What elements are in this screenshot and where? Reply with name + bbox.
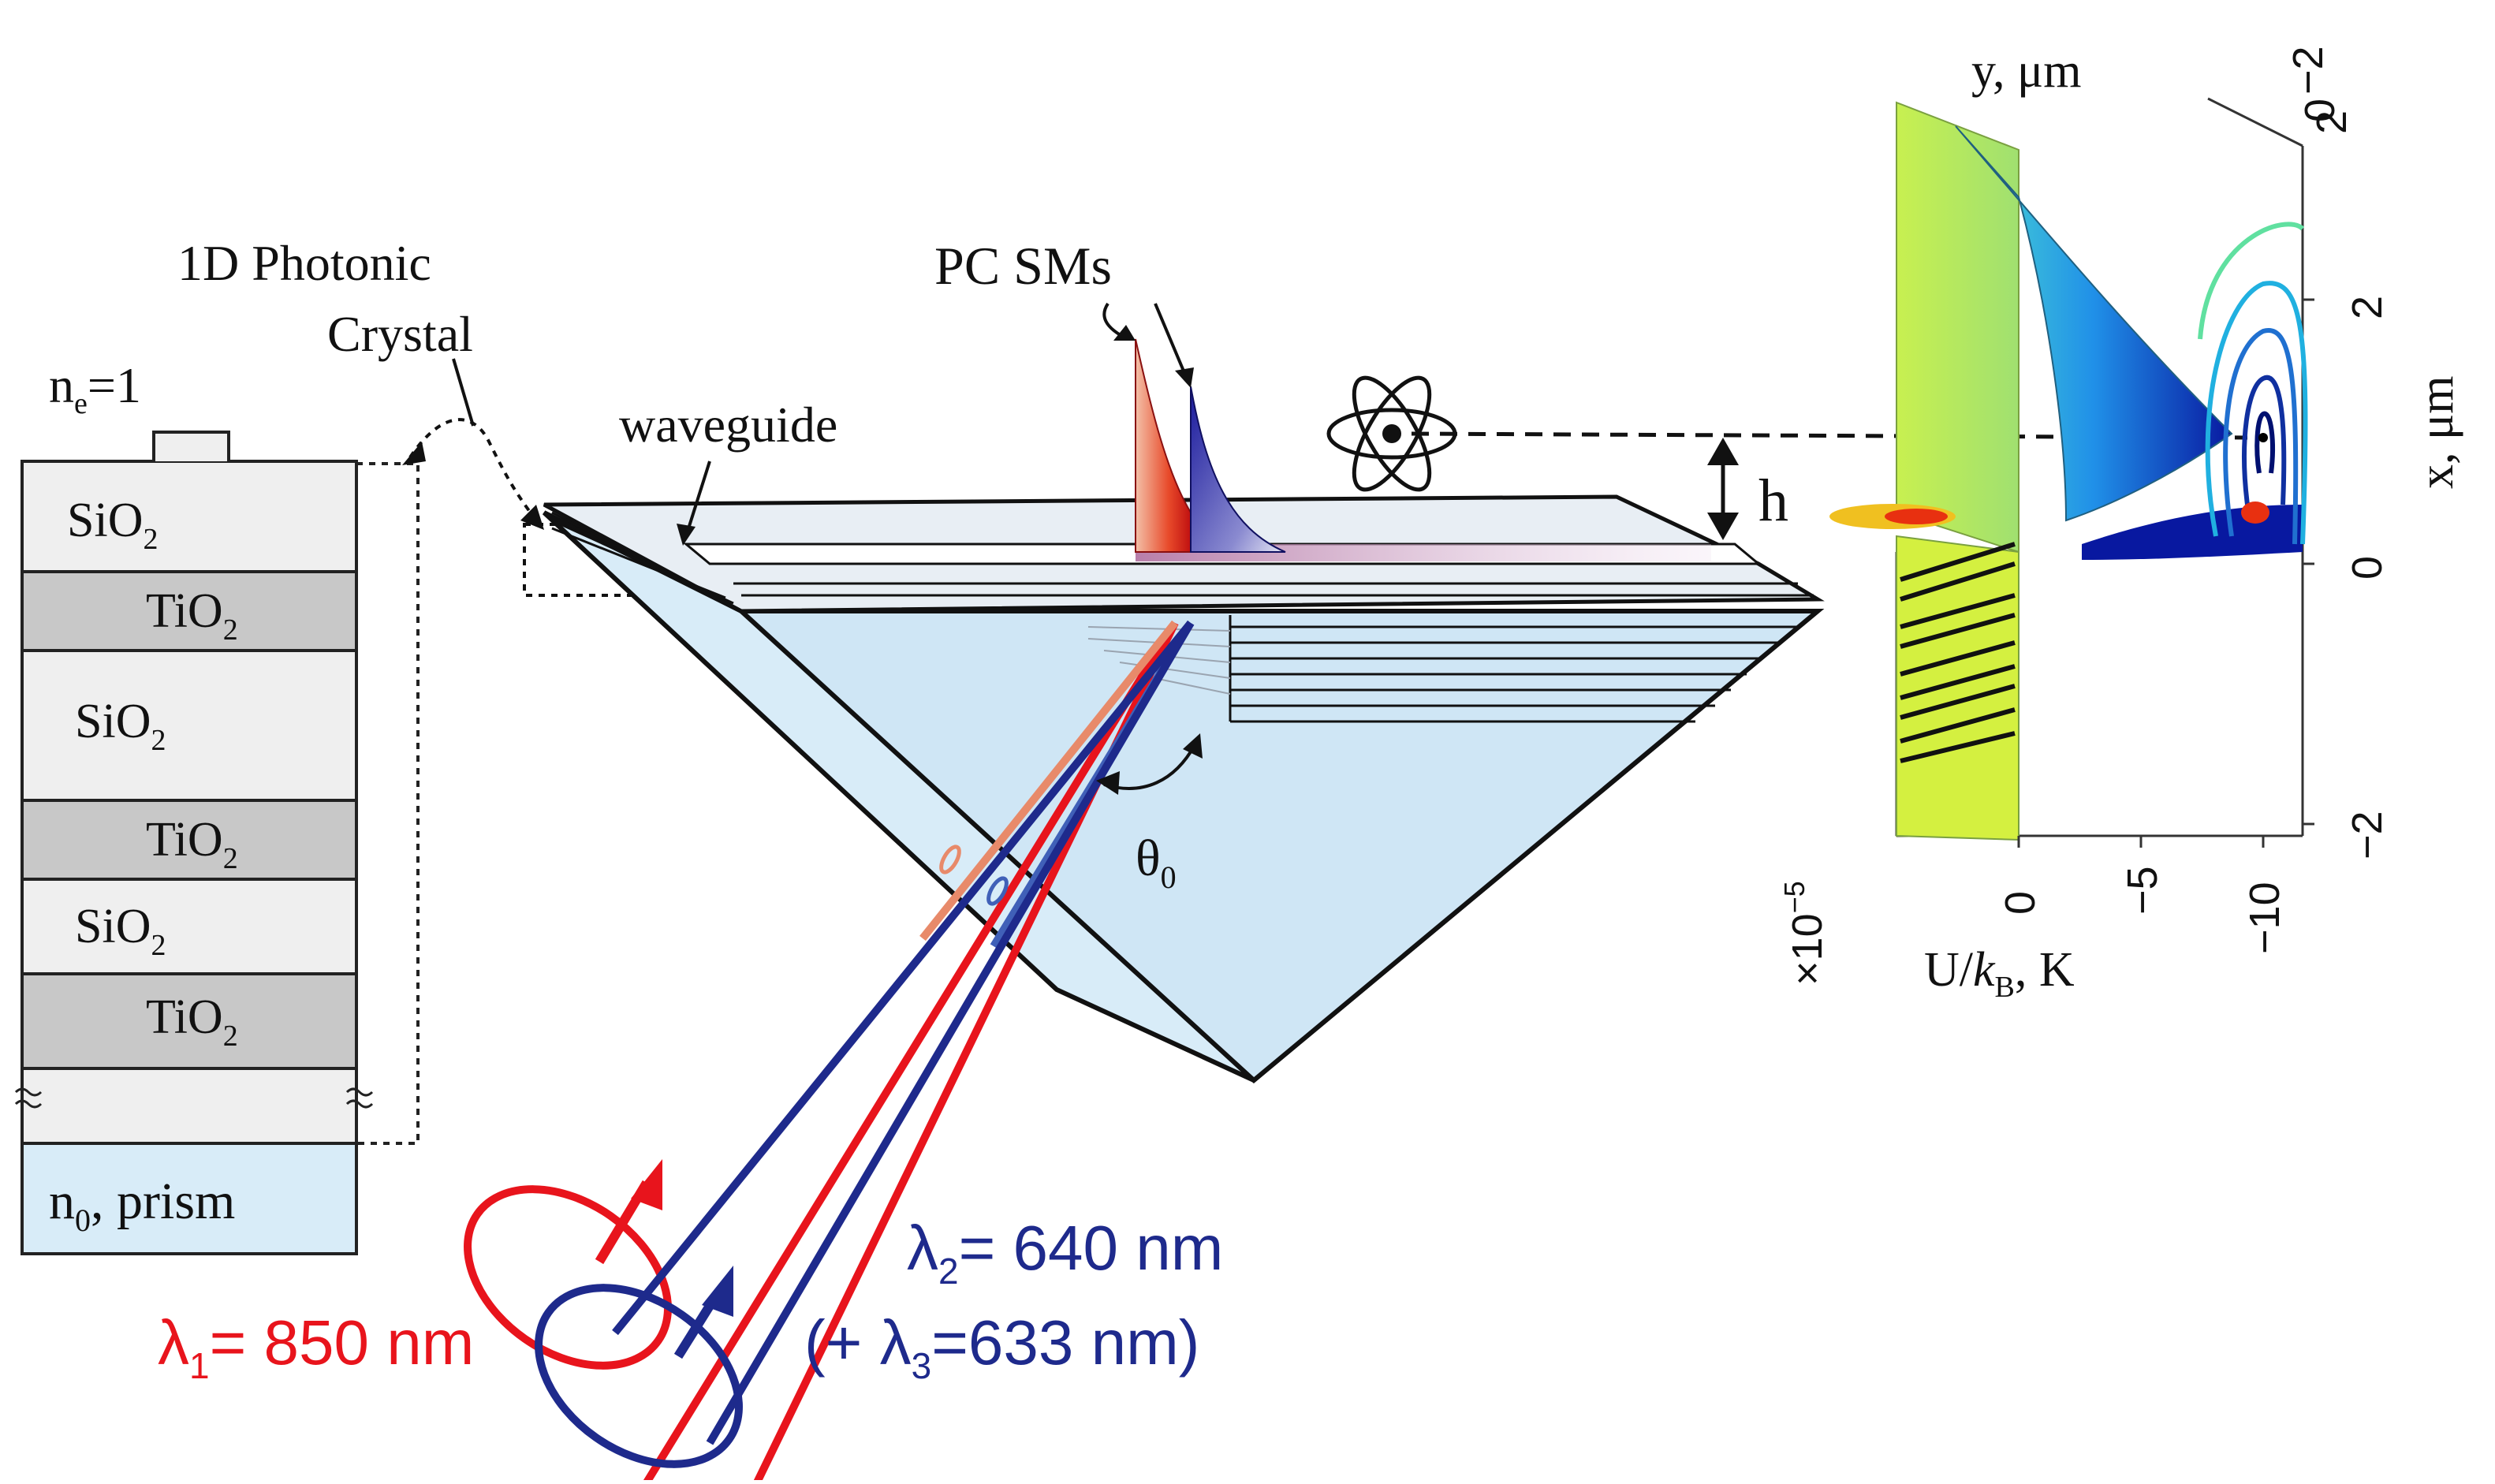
potential-sheet-top (1896, 101, 2019, 554)
y-tick-3: 2 (2308, 110, 2355, 134)
break-marks (14, 1087, 374, 1109)
u-tick-1: 0 (1997, 891, 2044, 915)
contours (2198, 222, 2308, 545)
x-tick-marks (2303, 298, 2314, 826)
crystal-arrowhead-1 (402, 442, 426, 465)
red-mode-profile (1135, 338, 1192, 553)
theta-label: θ0 (1136, 830, 1177, 895)
y-tick-1: −2 (2284, 46, 2332, 95)
blue-arrow-head (702, 1266, 733, 1317)
theta-arrowhead-1 (1096, 771, 1120, 795)
layer-tio2-1 (21, 570, 358, 652)
scale-factor-label: ×10−5 (1778, 881, 1831, 986)
u-tick-3: −10 (2241, 882, 2288, 954)
red-beam-edge-1 (643, 621, 1179, 1484)
waveguide-label: waveguide (619, 397, 837, 453)
potential-surface (1955, 125, 2233, 522)
red-beam-aperture (464, 1185, 672, 1370)
layer-sio2-1 (21, 460, 358, 573)
pc-sm-arrowhead-1 (1113, 325, 1136, 341)
layer-stripes (1900, 542, 2016, 763)
crystal-pointer (452, 358, 475, 427)
layer-label-3: SiO2 (75, 695, 166, 757)
x-tick-1: 2 (2344, 296, 2391, 319)
pc-sm-profiles (1135, 338, 1286, 553)
side-layers (1229, 615, 1798, 723)
layer-tio2-3 (21, 972, 358, 1070)
prism-assembly (542, 494, 1825, 1083)
layer-gap (21, 1067, 358, 1145)
lambda2-label: λ2= 640 nm (907, 1213, 1223, 1292)
red-beam-inner (919, 620, 1178, 941)
top-bump (152, 431, 230, 461)
pc-sm-pointer-2 (1154, 303, 1188, 379)
h-label: h (1758, 468, 1788, 534)
blue-beam-edge-1 (612, 620, 1194, 1336)
x-tick-3: −2 (2344, 811, 2391, 859)
x-axis-label: x, μm (2410, 376, 2463, 489)
blue-mode-profile (1190, 386, 1286, 553)
waveguide-arrowhead (677, 524, 696, 546)
lambda1-label: λ1= 850 nm (158, 1307, 474, 1386)
layer-label-6: TiO2 (146, 990, 238, 1053)
blue-refraction-mark (986, 876, 1009, 906)
u-tick-marks (2017, 836, 2265, 848)
slab-layers (551, 511, 1818, 613)
y-tick-2: 0 (2296, 99, 2344, 122)
prism-label: n0, prism (49, 1173, 235, 1238)
u-axis-label: U/kB, K (1924, 943, 2075, 1004)
red-refraction-mark (939, 845, 961, 874)
blue-beam-edge-2 (706, 621, 1195, 1445)
layer-label-5: SiO2 (75, 900, 166, 962)
photonic-crystal-label-1: 1D Photonic (177, 235, 431, 291)
pc-sms-label: PC SMs (934, 236, 1112, 296)
u-tick-2: −5 (2119, 866, 2166, 915)
x-tick-2: 0 (2344, 556, 2391, 580)
red-arrow-head (631, 1159, 662, 1210)
photonic-crystal-label-2: Crystal (327, 306, 473, 362)
layer-sio2-2 (21, 649, 358, 802)
pc-sm-arrowhead-2 (1175, 367, 1194, 388)
layer-sio2-3 (21, 878, 358, 975)
h-arrow-down (1707, 513, 1739, 540)
lambda3-label: (+ λ3=633 nm) (804, 1307, 1199, 1386)
layer-prism (21, 1142, 358, 1255)
y-axis-label: y, μm (1971, 44, 2081, 98)
ne-label: ne=1 (49, 357, 141, 420)
waveguide-pointer (684, 460, 711, 537)
atom-icon (1326, 375, 1457, 492)
contour-center (2258, 433, 2268, 442)
h-arrow-up (1707, 438, 1739, 465)
stack-bracket (356, 462, 420, 1145)
contour-hot-spot (2241, 502, 2269, 524)
theta-arrowhead-2 (1183, 733, 1203, 759)
hot-spot-inner (1885, 509, 1948, 524)
layer-label-4: TiO2 (146, 813, 238, 875)
layer-label-1: SiO2 (67, 494, 158, 556)
potential-plot: y, μm x, μm U/kB, K ×10−5 −2 0 2 2 0 −2 … (1778, 44, 2463, 1004)
potential-floor (2082, 505, 2303, 560)
blue-beam-aperture (535, 1284, 743, 1468)
beams (464, 620, 1195, 1484)
layer-label-2: TiO2 (146, 584, 238, 647)
layer-stack: ne=1 SiO2 TiO2 SiO2 TiO2 SiO2 TiO2 n0, p… (14, 357, 420, 1255)
crystal-dotted-curve (408, 418, 538, 522)
